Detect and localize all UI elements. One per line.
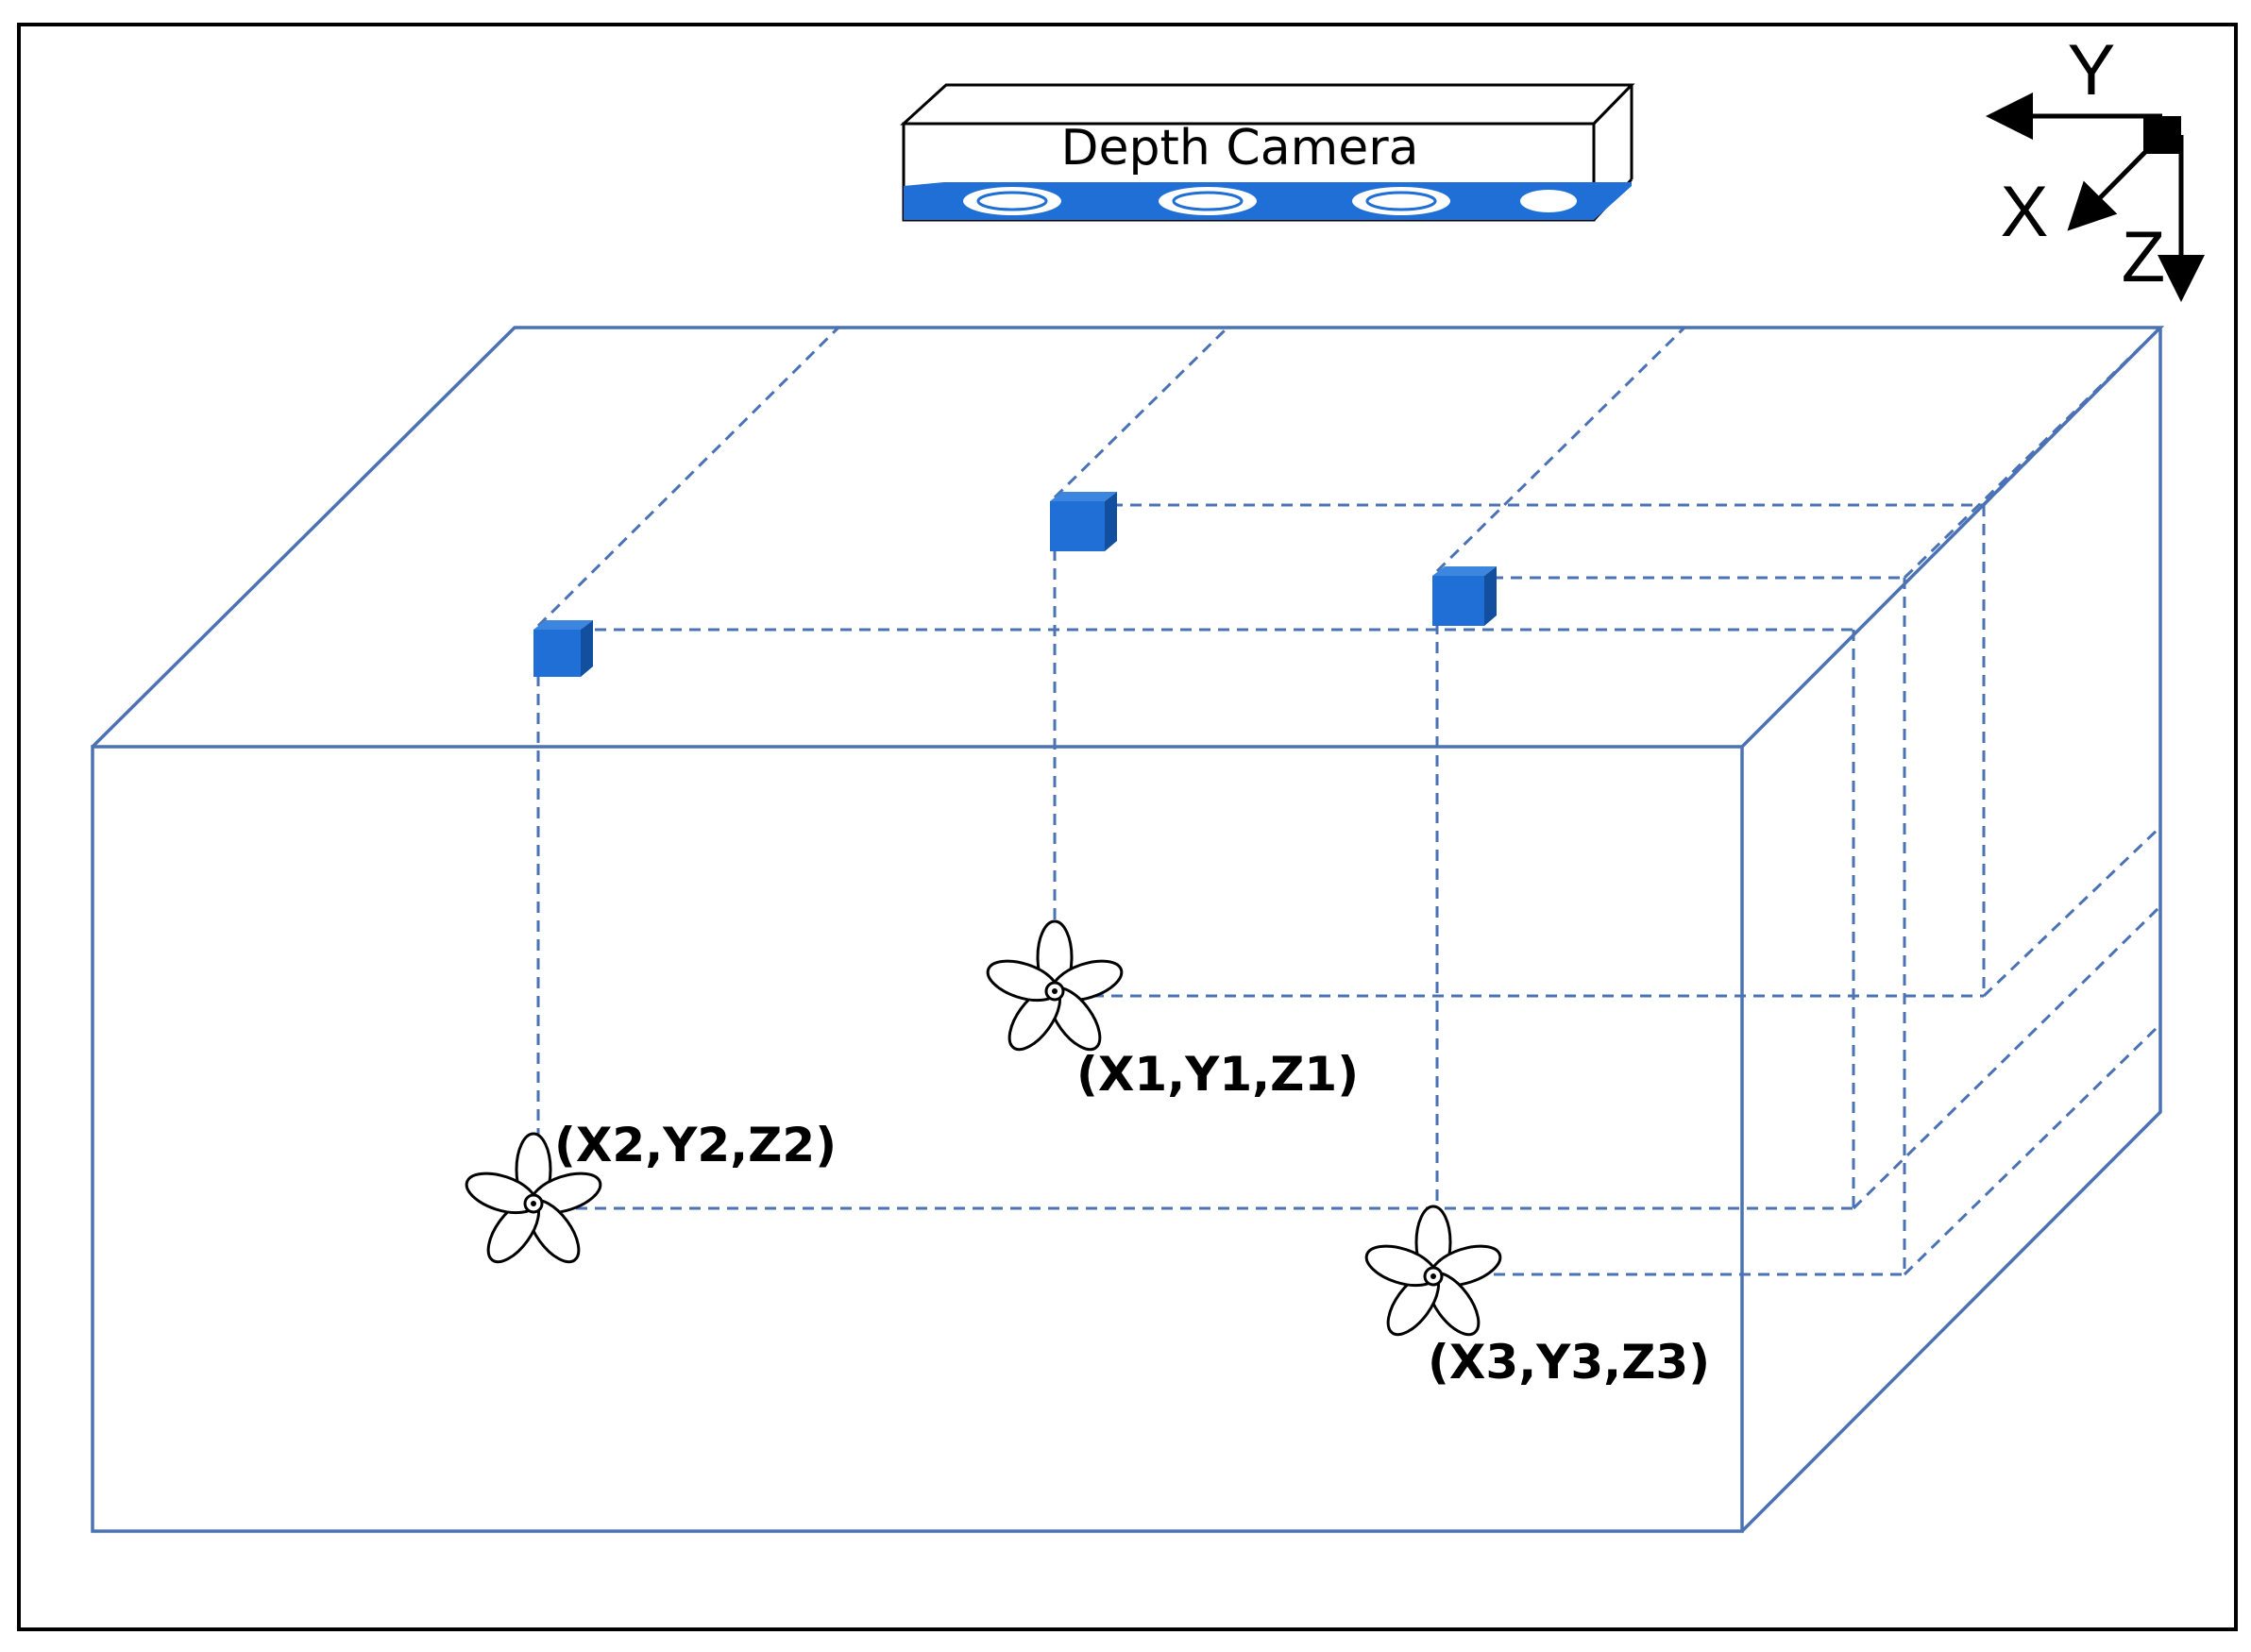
box-right-face (1740, 328, 2162, 1533)
projection-lines (536, 326, 2162, 1276)
y-axis-label: Y (2068, 30, 2116, 110)
point-label-p1: (X1,Y1,Z1) (1076, 1047, 1359, 1102)
marker-p1 (1050, 492, 1117, 551)
camera-sensor-strip (904, 186, 1632, 220)
point-label-p3: (X3,Y3,Z3) (1428, 1335, 1710, 1390)
volume-box (91, 326, 2165, 1533)
outer-frame (17, 23, 2238, 1631)
camera-lens-4 (1520, 190, 1577, 212)
camera-label: Depth Camera (1061, 120, 1419, 177)
marker-p3 (1432, 566, 1497, 626)
z-axis-label: Z (2122, 217, 2165, 297)
point-label-p2: (X2,Y2,Z2) (554, 1118, 837, 1172)
x-axis-label: X (2001, 172, 2049, 252)
axis-indicator: Y X Z (1986, 30, 2205, 302)
box-front-face (91, 745, 1744, 1533)
depth-camera: Depth Camera (900, 83, 1635, 222)
x-axis-arrow (2067, 147, 2150, 231)
marker-p2 (533, 620, 593, 677)
flower-p1-icon (981, 919, 1128, 1059)
box-top-face (91, 326, 2165, 749)
flower-p3-icon (1360, 1205, 1507, 1344)
